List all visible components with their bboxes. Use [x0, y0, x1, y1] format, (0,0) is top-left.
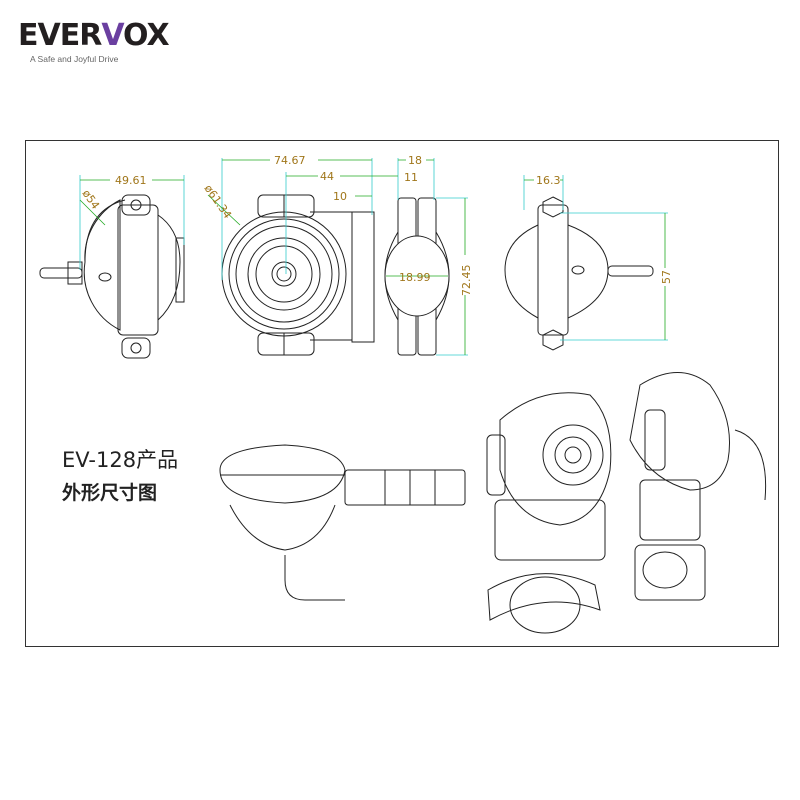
dim-dia-61-34: ø61.34	[202, 182, 235, 221]
dim-16-3: 16.3	[536, 174, 561, 187]
logo-text: EVER	[18, 18, 102, 53]
dim-18: 18	[408, 154, 422, 167]
logo-tagline: A Safe and Joyful Drive	[30, 54, 119, 64]
dim-49-61: 49.61	[115, 174, 147, 187]
rear-view	[504, 196, 654, 351]
dim-10: 10	[333, 190, 347, 203]
perspective-view-1	[486, 392, 612, 634]
logo-v: V	[101, 18, 124, 53]
dim-11: 11	[404, 171, 418, 184]
drawing-title: EV-128产品	[62, 448, 179, 472]
drawing-frame	[25, 140, 779, 647]
dim-44: 44	[320, 170, 334, 183]
evervox-logo: EVERVOX	[18, 18, 170, 53]
front-view	[221, 194, 375, 356]
perspective-view-2	[629, 372, 767, 601]
dim-dia-54: ø54	[80, 187, 103, 211]
side-view	[39, 194, 185, 359]
dim-57: 57	[660, 270, 673, 284]
dim-72-45: 72.45	[460, 265, 473, 297]
dim-74-67: 74.67	[274, 154, 306, 167]
top-view	[219, 444, 466, 601]
dim-18-99: 18.99	[399, 271, 431, 284]
logo-text-suffix: OX	[123, 18, 170, 53]
drawing-subtitle: 外形尺寸图	[62, 482, 158, 504]
